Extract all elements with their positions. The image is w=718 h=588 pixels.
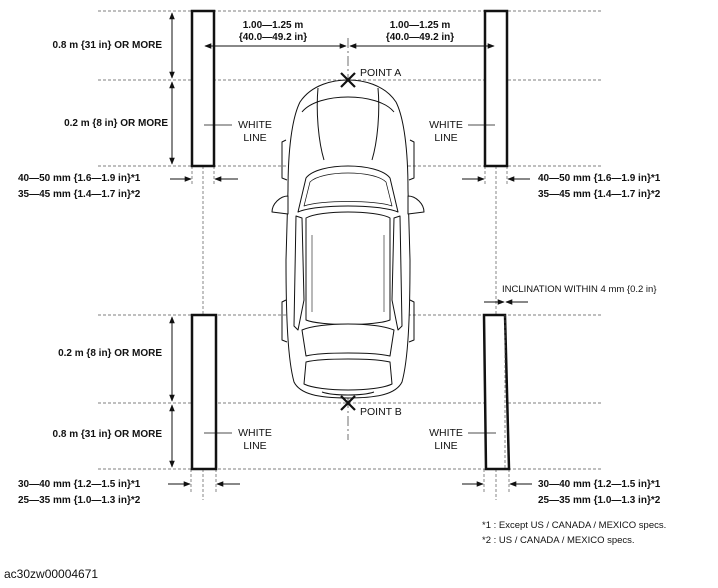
- width-rear-right-label: 30—40 mm {1.2—1.5 in}*1 25—35 mm {1.0—1.…: [538, 479, 660, 507]
- vertical-guide-lines: [190, 166, 510, 500]
- width-front-left-label: 40—50 mm {1.6—1.9 in}*1 35—45 mm {1.4—1.…: [18, 173, 140, 201]
- spacing-left-label: 1.00—1.25 m {40.0—49.2 in}: [218, 20, 328, 44]
- white-line-word1: WHITE: [429, 427, 463, 439]
- spacing-right-line2: {40.0—49.2 in}: [385, 32, 455, 43]
- spacing-right-line1: 1.00—1.25 m: [389, 20, 451, 31]
- width-rear-left-label: 30—40 mm {1.2—1.5 in}*1 25—35 mm {1.0—1.…: [18, 479, 140, 507]
- width-front-left-spec1: 40—50 mm {1.6—1.9 in}*1: [18, 173, 141, 184]
- white-line-label-rear-left: WHITE LINE: [232, 427, 278, 453]
- width-arrows: [168, 176, 532, 487]
- width-front-right-spec2: 35—45 mm {1.4—1.7 in}*2: [538, 189, 661, 200]
- white-line-label-front-left: WHITE LINE: [232, 119, 278, 145]
- white-line-label-rear-right: WHITE LINE: [423, 427, 469, 453]
- white-line-word2: LINE: [243, 132, 267, 144]
- white-line-word1: WHITE: [429, 119, 463, 131]
- white-line-word1: WHITE: [238, 427, 272, 439]
- top-gap-label: 0.2 m {8 in} OR MORE: [64, 118, 168, 129]
- spacing-left-line2: {40.0—49.2 in}: [238, 32, 308, 43]
- spacing-left-line1: 1.00—1.25 m: [242, 20, 304, 31]
- width-front-left-spec2: 35—45 mm {1.4—1.7 in}*2: [18, 189, 141, 200]
- point-markers: [340, 72, 356, 411]
- white-line-rear-left: [190, 313, 218, 471]
- white-line-rear-right: [482, 313, 511, 471]
- spacing-right-label: 1.00—1.25 m {40.0—49.2 in}: [365, 20, 475, 44]
- bottom-length-label: 0.8 m {31 in} OR MORE: [52, 429, 162, 440]
- point-a-label: POINT A: [360, 67, 402, 79]
- vehicle-top-view: [271, 79, 425, 399]
- white-line-word2: LINE: [434, 440, 458, 452]
- white-line-word1: WHITE: [238, 119, 272, 131]
- width-rear-right-spec2: 25—35 mm {1.0—1.3 in}*2: [538, 495, 661, 506]
- footnote-1: *1 : Except US / CANADA / MEXICO specs.: [482, 520, 667, 531]
- footnote-2: *2 : US / CANADA / MEXICO specs.: [482, 535, 635, 546]
- white-line-front-left: [190, 9, 216, 168]
- document-id: ac30zw00004671: [4, 567, 99, 581]
- white-line-leaders: [204, 124, 496, 434]
- width-rear-left-spec1: 30—40 mm {1.2—1.5 in}*1: [18, 479, 141, 490]
- white-line-word2: LINE: [243, 440, 267, 452]
- bottom-gap-label: 0.2 m {8 in} OR MORE: [58, 348, 162, 359]
- top-length-label: 0.8 m {31 in} OR MORE: [52, 40, 162, 51]
- width-rear-left-spec2: 25—35 mm {1.0—1.3 in}*2: [18, 495, 141, 506]
- white-line-label-front-right: WHITE LINE: [423, 119, 469, 145]
- inclination-label: INCLINATION WITHIN 4 mm {0.2 in}: [502, 284, 657, 295]
- width-rear-right-spec1: 30—40 mm {1.2—1.5 in}*1: [538, 479, 661, 490]
- white-line-front-right: [483, 9, 509, 168]
- point-b-label: POINT B: [360, 406, 402, 418]
- white-line-word2: LINE: [434, 132, 458, 144]
- width-front-right-label: 40—50 mm {1.6—1.9 in}*1 35—45 mm {1.4—1.…: [538, 173, 660, 201]
- width-front-right-spec1: 40—50 mm {1.6—1.9 in}*1: [538, 173, 661, 184]
